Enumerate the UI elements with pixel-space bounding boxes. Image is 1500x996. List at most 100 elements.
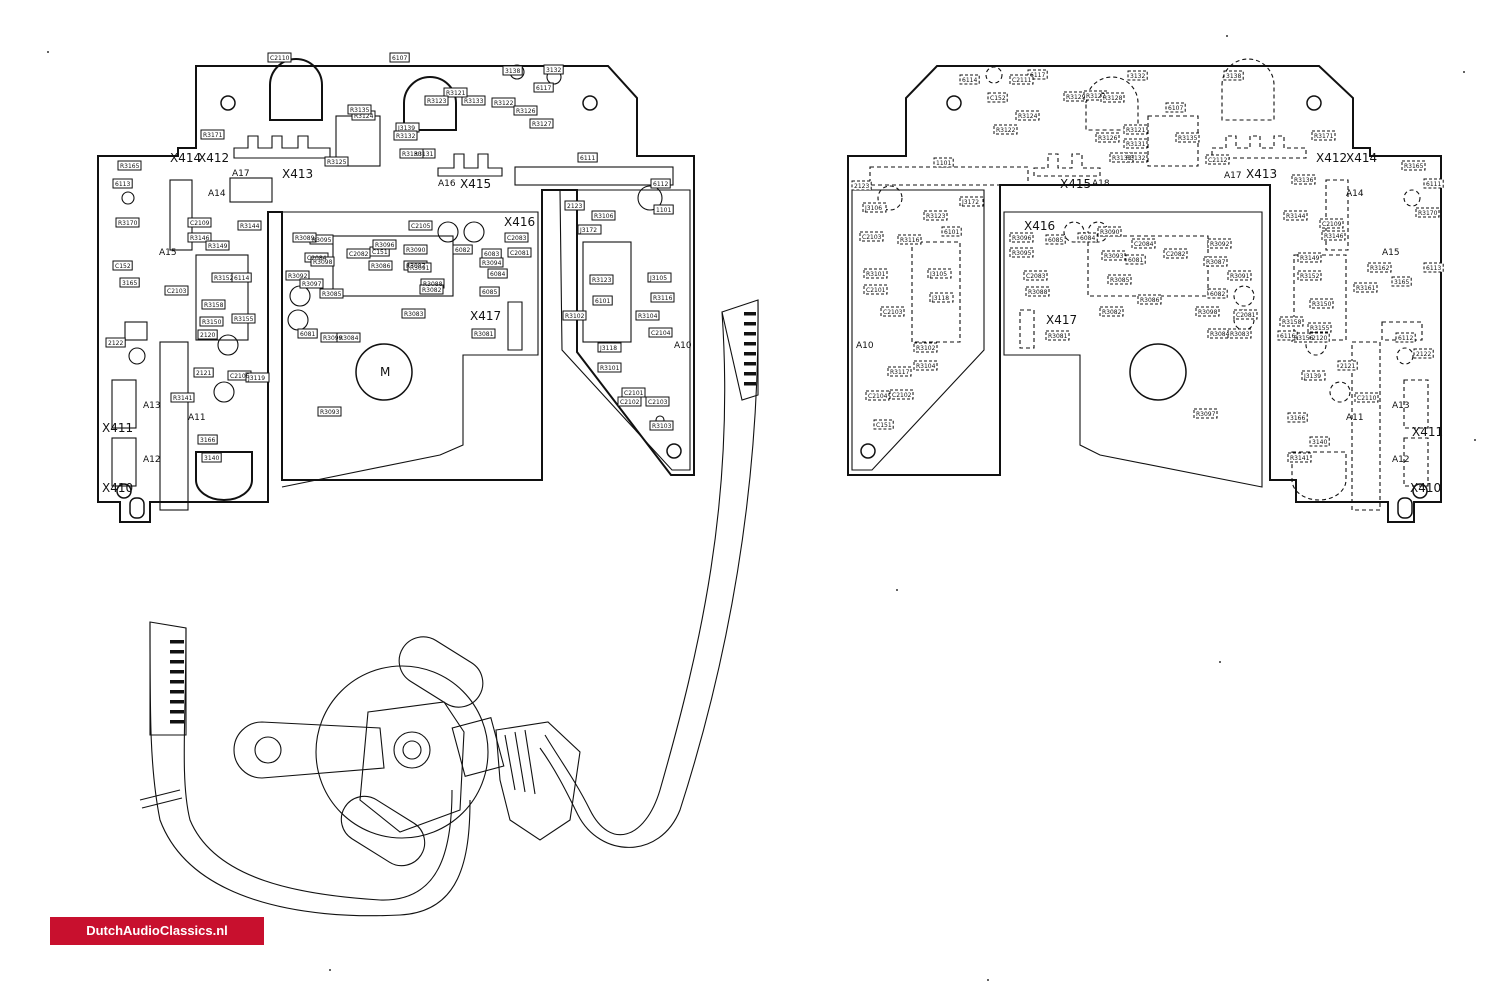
component-label: 6111 [1426,181,1441,188]
component-body [368,260,393,271]
component-label: R3132 [1126,155,1146,162]
flex-cable-edge [544,311,726,836]
component-label: 6085 [1048,237,1063,244]
component-body [889,389,914,400]
component-body [1309,298,1334,309]
component-body [929,292,954,303]
right-board-outline [847,65,1442,523]
pickup-slide-top [398,636,484,708]
flex-tooth [170,640,184,644]
component-body [1175,132,1200,143]
component-body [1015,110,1040,121]
component-label: R3170 [1418,210,1438,217]
component-label: 3166 [1290,415,1305,422]
component-label: 6084 [490,271,505,278]
right-connector-labels: X416X415X417X413X412X414X411X410A18A17A1… [856,151,1443,495]
component-label: R3149 [1300,255,1320,262]
component-label: R3171 [203,132,223,139]
mount-slot [129,497,145,519]
component-label: R3135 [350,107,370,114]
component-label: R3123 [427,98,447,105]
component-body [1321,230,1346,241]
component-body [1193,408,1218,419]
transistor [1063,221,1085,243]
component-body [201,452,222,463]
flex-cable-assembly [139,299,759,917]
component-body [1367,262,1392,273]
connector-x413-teeth [233,135,331,159]
component-body [115,217,140,228]
component-body [862,202,887,213]
component-label: R3124 [354,113,374,120]
component-body [1107,274,1132,285]
area-label: A15 [159,248,177,258]
mount-hole [666,443,682,459]
connector-label: X416 [1024,219,1055,233]
component-label: C2084 [307,255,327,262]
component-body [245,372,270,383]
pickup-arm [233,721,385,779]
component-body [1163,248,1188,259]
component-body [297,328,318,339]
component-label: R3126 [1098,135,1118,142]
component-body [1123,124,1148,135]
component-body [401,308,426,319]
component-body [1097,226,1122,237]
component-body [336,332,361,343]
component-body [1415,207,1440,218]
component-label: 1101 [936,160,951,167]
component-body [863,268,888,279]
component-body [1045,330,1070,341]
component-body [197,434,218,445]
component-body [513,105,538,116]
component-label: C151 [372,249,388,256]
component-body [1233,309,1258,320]
component-label: R3161 [1356,285,1376,292]
component-body [887,366,912,377]
component-label: 3138 [1226,73,1241,80]
component-label: R3086 [1140,297,1160,304]
large-component-3132 [403,76,457,131]
connector-label: X410 [102,481,133,495]
component-label: R3171 [1314,133,1334,140]
component-label: R3086 [371,263,391,270]
component-label: R3092 [1210,241,1230,248]
component-body [562,310,587,321]
component-body [1337,360,1358,371]
component-label: C2081 [510,250,530,257]
component-body [653,204,674,215]
component-body [452,244,473,255]
component-body [1009,232,1034,243]
component-label: 6112 [653,181,668,188]
transistor [121,191,135,205]
flex-cable-connector [721,299,759,401]
component-label: C2084 [1134,241,1154,248]
component-body [1203,256,1228,267]
bracket-x410 [1403,437,1429,487]
component-body [1023,270,1048,281]
component-body [880,306,905,317]
component-label: R3131 [414,151,434,158]
component-label: R3082 [422,287,442,294]
flex-tooth [170,720,184,724]
capacitor-2123 [877,185,903,211]
connector-label: X411 [102,421,133,435]
motor-spindle [1129,343,1187,401]
component-label: R3102 [916,345,936,352]
area-label: A10 [856,341,874,351]
component-label: 6101 [944,229,959,236]
component-body [859,231,884,242]
component-body [117,160,142,171]
component-body [112,260,133,271]
right-left-cutout [851,189,985,471]
component-label: R3152 [214,275,234,282]
component-label: C2111 [1012,77,1032,84]
component-body [403,244,428,255]
component-label: R3098 [313,259,333,266]
left-board-outline [97,65,695,523]
component-body [650,292,675,303]
component-body [648,327,673,338]
